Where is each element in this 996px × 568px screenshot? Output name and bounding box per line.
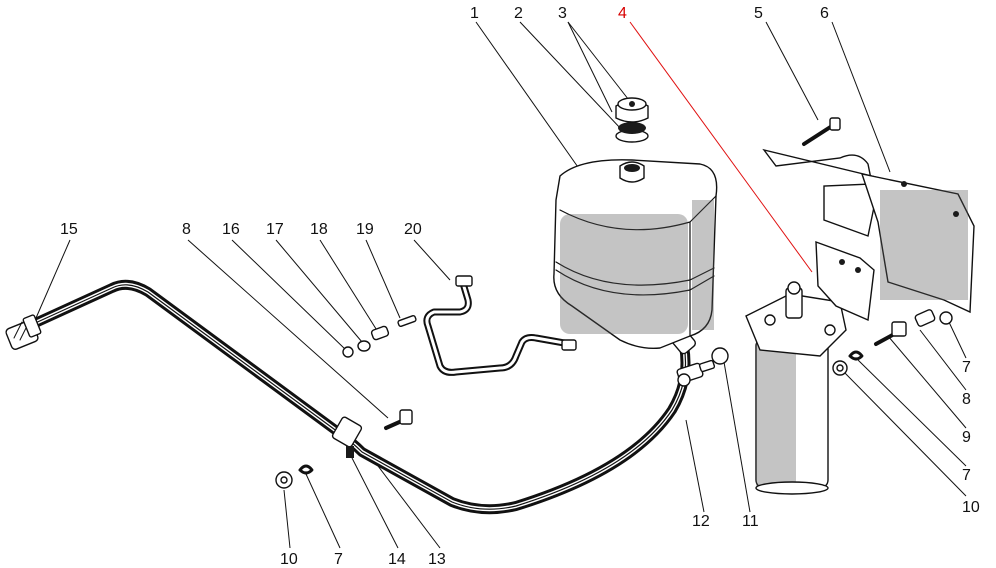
washer-7-right bbox=[848, 350, 864, 361]
leader-7a bbox=[947, 319, 967, 359]
nut-10-right bbox=[832, 360, 848, 376]
leader-6 bbox=[831, 21, 891, 173]
nut-16 bbox=[342, 346, 354, 358]
fuel-filter bbox=[745, 281, 847, 495]
tank-strap bbox=[423, 275, 577, 376]
nut-10-left bbox=[275, 471, 293, 489]
washer-17 bbox=[357, 340, 371, 352]
leader-17 bbox=[275, 239, 363, 343]
bolt-9 bbox=[874, 321, 907, 346]
callout-c2: 2 bbox=[514, 5, 523, 22]
pipe-clamp-clip bbox=[331, 416, 363, 458]
leader-15 bbox=[35, 239, 71, 319]
callout-c4: 4 bbox=[618, 5, 627, 22]
leader-11 bbox=[723, 361, 751, 513]
bolt-8-right bbox=[914, 309, 936, 327]
callout-c17: 17 bbox=[266, 221, 284, 238]
callout-c3: 3 bbox=[558, 5, 567, 22]
washer-11 bbox=[711, 347, 729, 365]
callout-c10a: 10 bbox=[962, 499, 980, 516]
bushing-18 bbox=[370, 325, 390, 341]
callout-c12: 12 bbox=[692, 513, 710, 530]
callout-c7b: 7 bbox=[962, 467, 971, 484]
leader-8a bbox=[919, 329, 967, 391]
fuel-tank bbox=[553, 159, 718, 350]
filler-cap bbox=[615, 97, 649, 143]
callout-c15: 15 bbox=[60, 221, 78, 238]
washer-7-left bbox=[298, 464, 314, 475]
callout-c5: 5 bbox=[754, 5, 763, 22]
leader-1 bbox=[475, 21, 581, 171]
leader-5 bbox=[765, 21, 819, 121]
callout-c16: 16 bbox=[222, 221, 240, 238]
callout-c6: 6 bbox=[820, 5, 829, 22]
callout-c20: 20 bbox=[404, 221, 422, 238]
callout-c14: 14 bbox=[388, 551, 406, 568]
leader-20 bbox=[413, 239, 451, 281]
stud-19 bbox=[397, 314, 417, 328]
bolt-5 bbox=[802, 117, 841, 146]
fuel-pipe bbox=[15, 279, 691, 515]
washer-7-right-top bbox=[939, 311, 953, 325]
callout-c8b: 8 bbox=[182, 221, 191, 238]
leader-13 bbox=[371, 457, 441, 549]
callout-c11: 11 bbox=[742, 513, 759, 530]
leader-14 bbox=[351, 457, 399, 549]
bolt-8-left bbox=[384, 409, 413, 430]
callout-c9: 9 bbox=[962, 429, 971, 446]
leader-7b bbox=[857, 359, 967, 467]
mounting-plate bbox=[762, 148, 975, 314]
leader-3a bbox=[567, 21, 613, 113]
callout-c7c: 7 bbox=[334, 551, 343, 568]
leader-2 bbox=[519, 21, 623, 131]
callout-c13: 13 bbox=[428, 551, 446, 568]
leader-12 bbox=[685, 419, 705, 513]
leader-3b bbox=[567, 21, 633, 105]
leader-4 bbox=[629, 21, 813, 273]
leader-10a bbox=[841, 369, 967, 497]
callout-c18: 18 bbox=[310, 221, 328, 238]
leader-16 bbox=[231, 239, 347, 351]
filter-bracket bbox=[815, 240, 875, 322]
leader-19 bbox=[365, 239, 401, 319]
callout-c10b: 10 bbox=[280, 551, 298, 568]
leader-10b bbox=[283, 489, 291, 549]
leader-8b bbox=[187, 239, 389, 419]
leader-9 bbox=[887, 335, 967, 429]
callout-c1: 1 bbox=[470, 5, 479, 22]
pipe-end-fitting bbox=[5, 314, 42, 350]
leader-18 bbox=[319, 239, 379, 333]
leader-lines bbox=[35, 21, 967, 549]
leader-7c bbox=[305, 473, 341, 549]
callout-c19: 19 bbox=[356, 221, 374, 238]
callout-c8a: 8 bbox=[962, 391, 971, 408]
callout-c7a: 7 bbox=[962, 359, 971, 376]
